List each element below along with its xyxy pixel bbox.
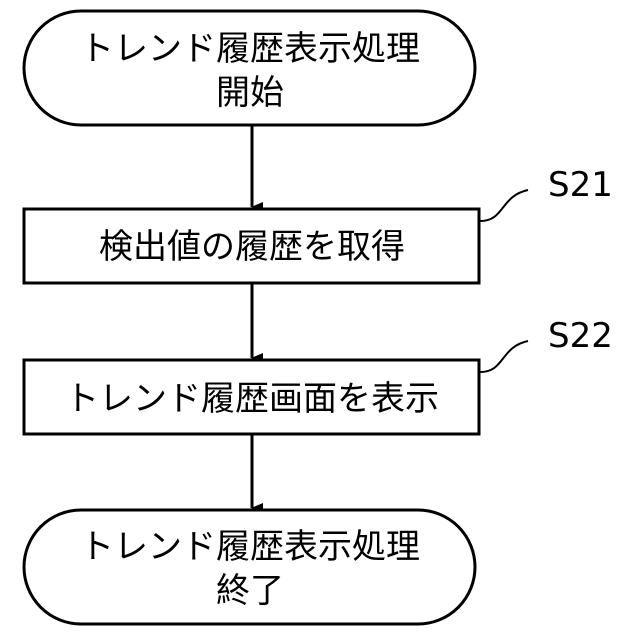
start-terminal-line-2: 開始: [216, 73, 284, 113]
step-label-s22: S22: [548, 316, 613, 356]
process-box-s22-text: トレンド履歴画面を表示: [65, 379, 439, 419]
s22-leader-line: [480, 341, 528, 372]
process-box-s21: 検出値の履歴を取得: [24, 209, 479, 283]
start-terminal-line-1: トレンド履歴表示処理: [80, 29, 420, 69]
end-terminal: トレンド履歴表示処理 終了: [24, 510, 475, 624]
start-terminal: トレンド履歴表示処理 開始: [24, 11, 475, 125]
process-box-s21-text: 検出値の履歴を取得: [99, 227, 405, 267]
step-label-s21: S21: [548, 165, 613, 205]
end-terminal-line-2: 終了: [216, 571, 284, 611]
s21-leader-line: [480, 190, 528, 221]
process-box-s22: トレンド履歴画面を表示: [24, 360, 479, 434]
end-terminal-line-1: トレンド履歴表示処理: [80, 527, 420, 567]
